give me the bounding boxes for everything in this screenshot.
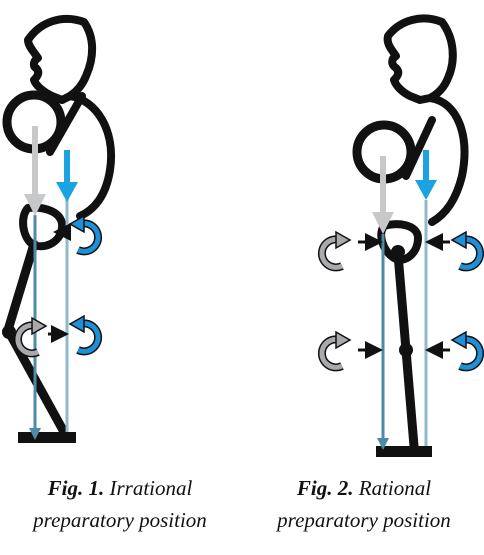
figure-2-rational [317,14,484,457]
figure-2-hip-joint [391,245,405,259]
figure-1-label: Fig. 1. [47,476,105,500]
figure-2-caption-line-2: preparatory position [277,508,451,532]
figure-1-back [66,92,116,220]
figure-2-hip-rotation-gray-icon [317,230,352,272]
figure-1-gravity-arrow [24,194,46,216]
figure-2-label: Fig. 2. [296,476,354,500]
figure-2-caption: Fig. 2. Rational preparatory position [244,472,484,536]
figure-2-head [383,14,457,104]
figure-1-center-arrow [56,182,78,202]
figure-1-foot [18,432,76,443]
figure-2-knee-joint [399,343,413,357]
figure-2-caption-line-1: Fig. 2. Rational [244,472,484,504]
figure-1-gravity-line-tip [29,428,41,440]
figure-1-knee-rotation-blue-icon [68,314,103,356]
figure-2-back [426,94,469,226]
figure-2-hip-rotation-blue-icon [450,230,484,272]
figure-1-caption-line-1: Fig. 1. Irrational [0,472,240,504]
figure-2-center-arrow [415,180,437,200]
figure-1-knee-rotation-gray-icon [13,316,48,358]
figure-2-gravity-arrow [372,212,394,234]
figure-2-foot [376,446,432,457]
figure-2-knee-rotation-gray-icon [317,330,352,372]
figure-1-caption-line-2: preparatory position [33,508,207,532]
figure-2-knee-rotation-blue-icon [450,330,484,372]
figure-1-head [24,14,97,104]
figure-1-caption: Fig. 1. Irrational preparatory position [0,472,240,536]
figure-1-title: Irrational [109,476,193,500]
figure-1-irrational [2,14,116,443]
figure-2-gravity-line-tip [377,438,389,450]
figure-1-pelvis [19,203,67,251]
figure-1-thigh [3,239,39,335]
figure-1-knee-joint [2,325,16,339]
figure-1-hip-rotation-icon [68,214,103,256]
figure-2-title: Rational [358,476,432,500]
